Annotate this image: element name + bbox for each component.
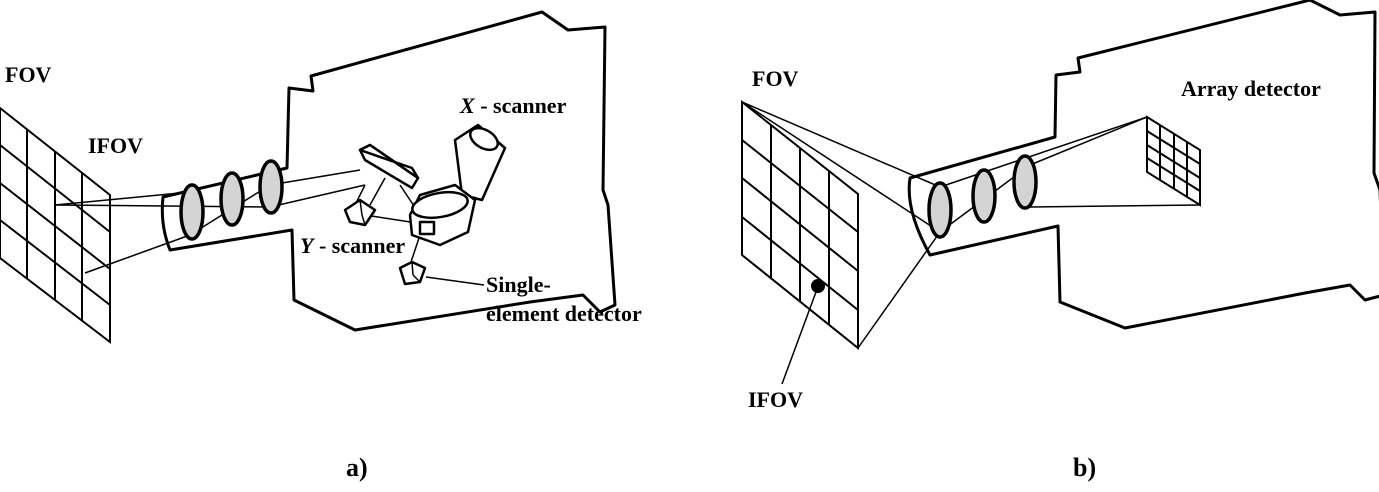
detector-label-line1: Single- [486, 272, 551, 297]
lens-a-2 [219, 171, 245, 227]
x-scanner-assembly [408, 123, 507, 247]
y-scanner-mirror [358, 143, 420, 190]
array-detector-label: Array detector [1181, 76, 1321, 101]
ifov-label-b: IFOV [748, 387, 803, 412]
detector-label-line2: element detector [486, 301, 642, 326]
housing-outline-b [907, 0, 1379, 330]
lens-a-3 [258, 159, 284, 215]
lens-b-3 [1012, 154, 1038, 210]
lens-a-1 [179, 183, 205, 241]
ifov-label-a: IFOV [88, 133, 143, 158]
panel-b: FOV Array detector IFOV b) [741, 0, 1379, 482]
fov-label-b: FOV [752, 66, 799, 91]
rays-b [741, 101, 1201, 349]
ifov-leader-b [781, 291, 817, 385]
y-scanner-label: Y - scanner [300, 233, 405, 258]
lens-b-1 [927, 181, 953, 239]
panel-a: FOV IFOV X - scanner Y - scanner Single-… [0, 10, 642, 482]
single-element-detector [398, 260, 485, 286]
fov-grid-a [0, 106, 111, 345]
ifov-dot-b [811, 279, 825, 293]
fov-grid-b [741, 99, 859, 351]
array-detector [1146, 115, 1201, 207]
caption-a: a) [346, 453, 368, 482]
x-scanner-label: X - scanner [459, 93, 567, 118]
caption-b: b) [1073, 453, 1096, 482]
fold-mirror-block [343, 198, 377, 227]
fov-label-a: FOV [5, 62, 52, 87]
lens-b-2 [971, 168, 997, 224]
